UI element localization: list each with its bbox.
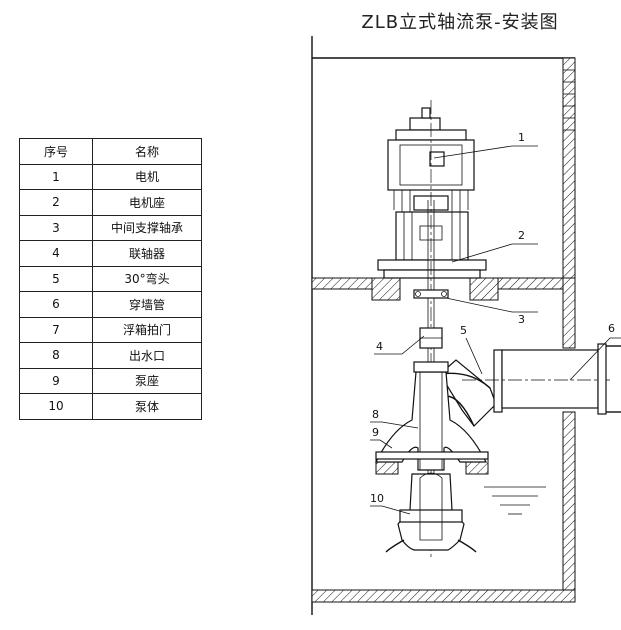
- row-no: 6: [19, 291, 93, 318]
- leader-lines: [370, 145, 621, 515]
- header-name: 名称: [92, 138, 202, 165]
- row-no: 8: [19, 342, 93, 369]
- leader-labels: 1 2 3 4 5 6 8 9 10: [370, 131, 615, 505]
- leader-label-3: 3: [518, 313, 525, 326]
- leader-label-6: 6: [608, 322, 615, 335]
- row-no: 3: [19, 214, 93, 241]
- row-no: 1: [19, 163, 93, 190]
- row-no: 9: [19, 367, 93, 394]
- coupling: [419, 327, 443, 349]
- row-name: 电机: [92, 163, 202, 190]
- row-name: 泵体: [92, 393, 202, 420]
- pump-body: [385, 472, 477, 553]
- row-no: 10: [19, 393, 93, 420]
- row-name: 中间支撑轴承: [92, 214, 202, 241]
- motor-seat: [377, 259, 487, 279]
- intermediate-bearing: [413, 289, 449, 299]
- leader-label-9: 9: [372, 426, 379, 439]
- elbow-and-pipe: [439, 343, 621, 427]
- row-no: 2: [19, 189, 93, 216]
- table-header-row: 序号 名称: [19, 138, 202, 165]
- row-no: 5: [19, 265, 93, 292]
- row-no: 7: [19, 316, 93, 343]
- leader-label-5: 5: [460, 324, 467, 337]
- header-no: 序号: [19, 138, 93, 165]
- row-name: 电机座: [92, 189, 202, 216]
- row-name: 出水口: [92, 342, 202, 369]
- leader-label-10: 10: [370, 492, 384, 505]
- drawing-title: ZLB立式轴流泵-安装图: [361, 12, 559, 33]
- water-level-mark: [484, 486, 546, 515]
- leader-label-1: 1: [518, 131, 525, 144]
- leader-label-4: 4: [376, 340, 383, 353]
- leader-label-8: 8: [372, 408, 379, 421]
- row-name: 联轴器: [92, 240, 202, 267]
- pump-pit-structure: [311, 36, 576, 615]
- leader-label-2: 2: [518, 229, 525, 242]
- pump-seat: [375, 451, 489, 460]
- row-name: 30°弯头: [92, 265, 202, 292]
